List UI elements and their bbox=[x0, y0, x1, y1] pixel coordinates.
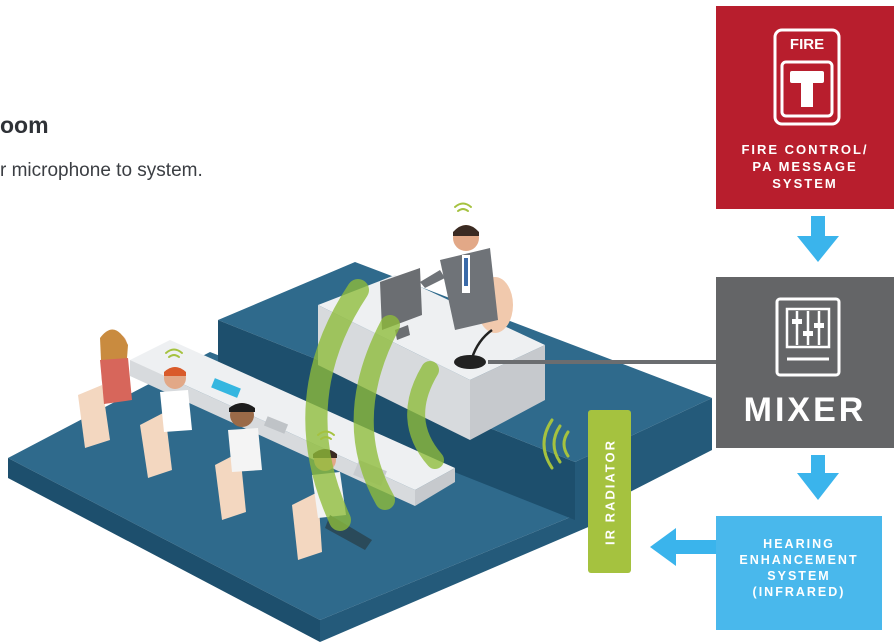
mixer-label: MIXER bbox=[743, 391, 867, 429]
teacher-figure bbox=[420, 225, 513, 333]
hearing-to-radiator-arrow bbox=[650, 528, 716, 566]
fire-icon-label: FIRE bbox=[789, 36, 825, 53]
page-heading: oom bbox=[0, 112, 49, 138]
page-subheading: r microphone to system. bbox=[0, 160, 203, 181]
hearing-enhancement-box: HEARING ENHANCEMENT SYSTEM (INFRARED) bbox=[716, 516, 882, 630]
mixer-to-hearing-arrow bbox=[797, 455, 839, 500]
fire-to-mixer-arrow bbox=[797, 216, 839, 262]
microphone bbox=[454, 328, 493, 369]
ir-radiator: IR RADIATOR bbox=[588, 410, 631, 573]
wifi-icon bbox=[165, 202, 472, 440]
hearing-enhancement-label: HEARING ENHANCEMENT SYSTEM (INFRARED) bbox=[739, 537, 859, 599]
teacher-desk bbox=[318, 268, 545, 440]
mixer-box: MIXER bbox=[716, 277, 894, 448]
fire-alarm-pull-station-icon: FIRE bbox=[773, 28, 841, 126]
fire-control-label: FIRE CONTROL/ PA MESSAGE SYSTEM bbox=[741, 142, 869, 191]
fire-control-box: FIRE FIRE CONTROL/ PA MESSAGE SYSTEM bbox=[716, 6, 894, 209]
ir-wave-arcs bbox=[305, 279, 444, 531]
ir-signal-icon bbox=[542, 418, 570, 470]
ir-radiator-label: IR RADIATOR bbox=[602, 438, 617, 545]
mixer-fader-icon bbox=[775, 297, 841, 377]
